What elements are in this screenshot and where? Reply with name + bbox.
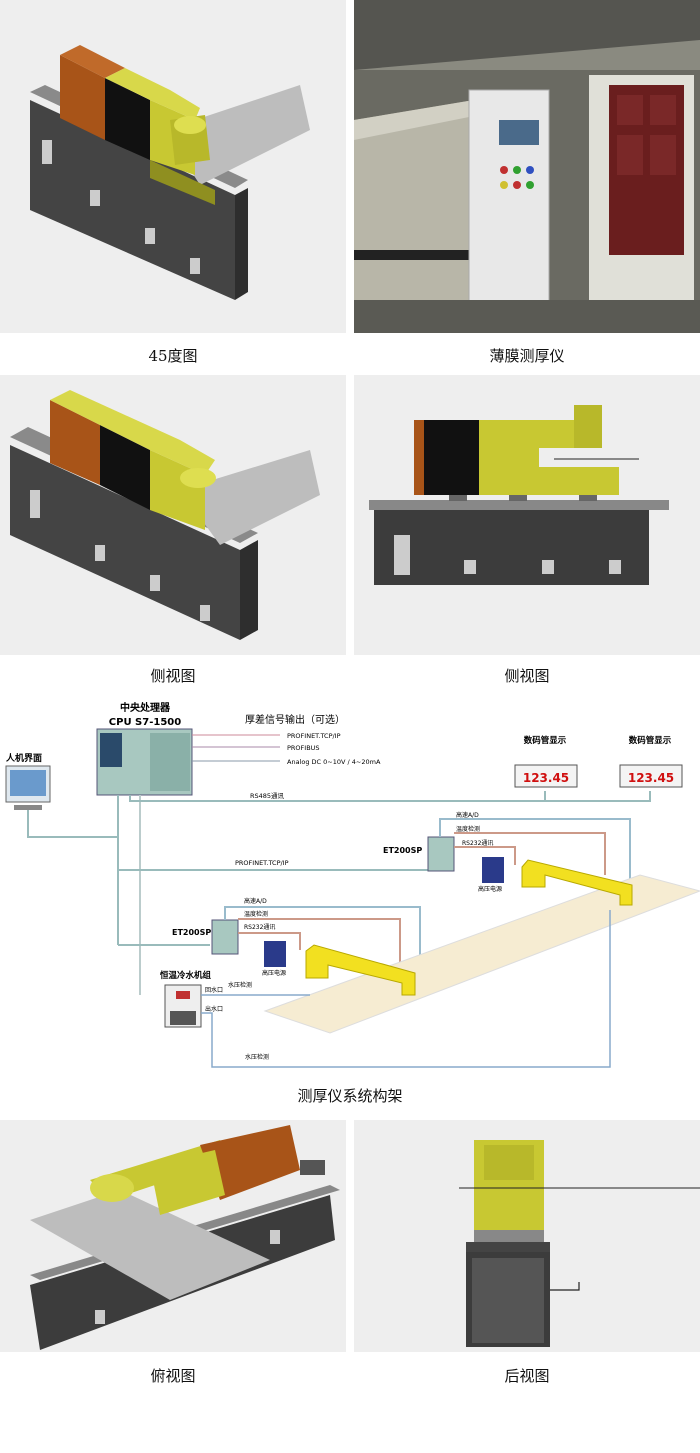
panel-photo: [354, 0, 700, 333]
caption-side-view-2: 侧视图: [504, 667, 550, 685]
output-analog: Analog DC 0~10V / 4~20mA: [287, 758, 381, 766]
machine-side-angled-render: [0, 375, 346, 655]
outlet-water-label: 出水口: [205, 1005, 223, 1013]
machine-side-ortho-render: [354, 375, 700, 655]
panel-45-degree-view: [0, 0, 346, 333]
architecture-caption: 测厚仪系统构架: [297, 1087, 403, 1105]
signal-upper-1: 温度检测: [456, 825, 480, 833]
return-water-label: 回水口: [205, 986, 223, 994]
machine-45-degree-render: [0, 0, 346, 333]
factory-photo: [354, 0, 700, 333]
et200sp-lower-label: ET200SP: [172, 928, 211, 937]
cpu-model: CPU S7-1500: [109, 717, 181, 728]
display-value-2: 123.45: [628, 771, 674, 785]
display-label-2: 数码管显示: [629, 735, 672, 746]
film-sheet: [263, 874, 700, 1034]
display-label-1: 数码管显示: [524, 735, 567, 746]
caption-side-view-1: 侧视图: [150, 667, 196, 685]
display-value-1: 123.45: [523, 771, 569, 785]
digital-display-1: [514, 764, 578, 788]
machine-top-view-render: [0, 1120, 346, 1352]
hmi-label: 人机界面: [5, 752, 42, 764]
caption-rear-view: 后视图: [504, 1367, 550, 1385]
signal-lower-1: 温度检测: [244, 910, 268, 918]
gauge-frame-lower: [305, 944, 416, 996]
hv-upper-label: 高压电源: [478, 885, 502, 893]
profinet-label: PROFINET.TCP/IP: [235, 859, 289, 867]
output-profibus: PROFIBUS: [287, 744, 320, 752]
signal-lower-2: RS232通讯: [244, 923, 275, 931]
system-architecture-diagram: 中央处理器 CPU S7-1500 厚差信号输出（可选） PROFINET.TC…: [5, 701, 700, 1068]
caption-top-view: 俯视图: [150, 1367, 196, 1385]
signal-upper-2: RS232通讯: [462, 839, 493, 847]
machine-rear-view-render: [354, 1120, 700, 1352]
signal-lower-0: 高速A/D: [244, 897, 267, 905]
pressure-label-2: 水压检测: [245, 1053, 269, 1061]
hv-lower-label: 高压电源: [262, 969, 286, 977]
digital-display-2: [619, 764, 683, 788]
gauge-frame-upper: [521, 859, 633, 906]
output-title: 厚差信号输出（可选）: [245, 713, 345, 726]
cpu-title: 中央处理器: [120, 701, 171, 714]
panel-top-view: [0, 1120, 346, 1453]
panel-side-view-ortho: [354, 375, 700, 708]
rs485-label: RS485通讯: [250, 791, 285, 800]
et200sp-upper-label: ET200SP: [383, 846, 422, 855]
hv-power-upper: [482, 857, 504, 883]
panel-side-view-angled: [0, 375, 346, 708]
signal-upper-0: 高速A/D: [456, 811, 479, 819]
output-profinet: PROFINET.TCP/IP: [287, 732, 341, 740]
caption-photo: 薄膜测厚仪: [489, 347, 565, 365]
et200sp-lower: [211, 919, 239, 955]
pressure-label-1: 水压检测: [228, 981, 252, 989]
hv-power-lower: [264, 941, 286, 967]
chiller-label: 恒温冷水机组: [160, 970, 212, 981]
caption-45-degree: 45度图: [148, 347, 198, 365]
et200sp-upper: [427, 836, 455, 872]
panel-rear-view: [354, 1120, 700, 1453]
